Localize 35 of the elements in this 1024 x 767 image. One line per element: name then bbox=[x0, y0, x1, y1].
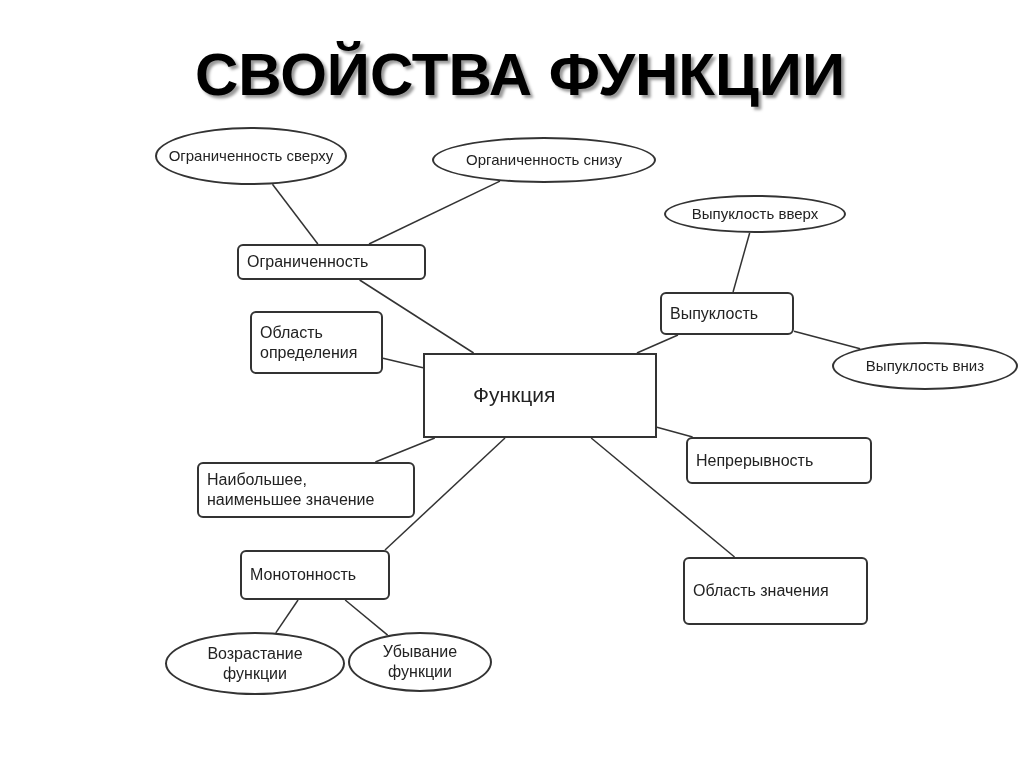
node-label: Возрастание функции bbox=[206, 643, 304, 684]
property-box bbox=[197, 462, 415, 518]
node-label: Функция bbox=[473, 382, 556, 409]
connector-line bbox=[732, 232, 751, 293]
property-box bbox=[250, 311, 383, 374]
node-label: Ограниченность bbox=[247, 252, 369, 272]
property-box bbox=[240, 550, 390, 600]
connector-line bbox=[656, 426, 694, 438]
connector-line bbox=[382, 357, 424, 369]
node-label: Убывание функции bbox=[381, 642, 459, 682]
node-label: Выпуклость bbox=[670, 303, 759, 324]
property-box bbox=[686, 437, 872, 484]
connector-line bbox=[368, 180, 501, 245]
connector-line bbox=[358, 279, 475, 354]
title: СВОЙСТВА ФУНКЦИИ bbox=[195, 40, 846, 110]
connector-line bbox=[384, 437, 506, 551]
node-label: Органиченность снизу bbox=[466, 150, 622, 170]
node-label: Монотонность bbox=[250, 565, 357, 585]
connector-line bbox=[793, 330, 861, 350]
node-label: Выпуклость вниз bbox=[865, 356, 985, 376]
connector-line bbox=[271, 183, 319, 245]
node-label: Область определения bbox=[260, 322, 359, 363]
connector-line bbox=[590, 437, 736, 558]
connector-line bbox=[636, 334, 679, 354]
property-box bbox=[237, 244, 426, 280]
connector-line bbox=[275, 599, 299, 634]
node-label: Ограниченность сверху bbox=[168, 146, 334, 166]
connector-line bbox=[374, 437, 436, 463]
central-box bbox=[423, 353, 657, 438]
property-box bbox=[660, 292, 794, 335]
property-box bbox=[683, 557, 868, 625]
node-label: Область значения bbox=[693, 581, 829, 601]
node-label: Непрерывность bbox=[696, 450, 814, 471]
node-label: Выпуклость вверх bbox=[691, 204, 819, 224]
node-label: Наибольшее, наименьшее значение bbox=[207, 470, 376, 510]
